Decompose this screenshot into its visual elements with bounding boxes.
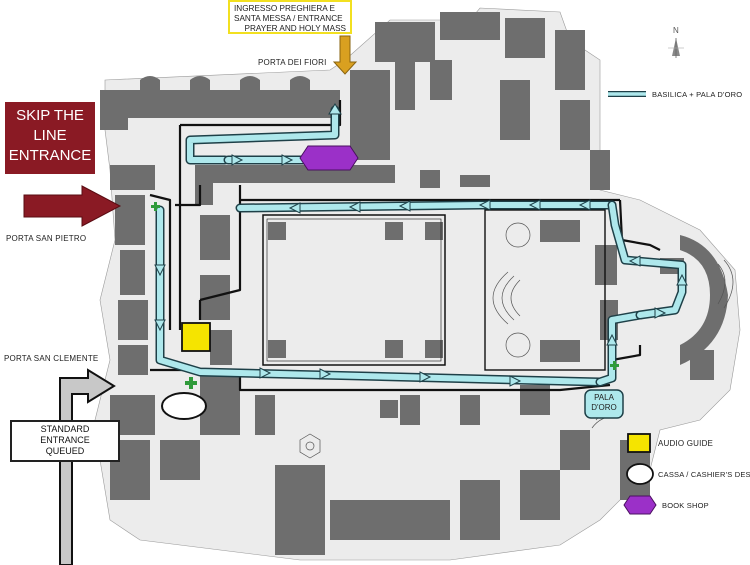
route-arrow xyxy=(259,367,272,379)
route-arrow xyxy=(348,201,361,213)
route-arrow xyxy=(328,103,342,115)
route-boundary-lines xyxy=(149,100,661,392)
route-arrow xyxy=(154,319,166,332)
route-arrow xyxy=(288,202,301,214)
pala-doro-marker xyxy=(584,389,624,419)
route-arrow xyxy=(419,371,432,383)
standard-entrance-label: STANDARD ENTRANCE QUEUED xyxy=(10,420,120,462)
compass-north-icon xyxy=(668,38,684,58)
porta-dei-fiori-label: PORTA DEI FIORI xyxy=(258,58,327,67)
legend-audio-guide-label: AUDIO GUIDE xyxy=(658,439,714,448)
standard-entrance-line3: QUEUED xyxy=(45,446,85,456)
standard-entrance-arrow xyxy=(59,368,116,565)
pala-doro-label: PALA D'ORO xyxy=(584,393,624,417)
pala-doro-line1: PALA xyxy=(594,393,614,402)
skip-line-arrow xyxy=(23,185,122,227)
audio-guide-square-icon xyxy=(181,322,211,352)
mass-entrance-line1: INGRESSO PREGHIERA E xyxy=(234,4,336,13)
walls xyxy=(100,12,728,555)
route-arrow xyxy=(676,273,688,286)
legend-cashier-label: CASSA / CASHIER'S DESK xyxy=(658,470,750,479)
mass-entrance-label: INGRESSO PREGHIERA E SANTA MESSA / ENTRA… xyxy=(228,0,352,34)
route-arrow xyxy=(628,255,641,267)
legend-route-label: BASILICA + PALA D'ORO xyxy=(652,90,743,99)
skip-line-1: SKIP THE xyxy=(16,107,84,124)
route-arrow xyxy=(319,368,332,380)
route-arrow xyxy=(154,264,166,277)
route-arrows xyxy=(154,103,688,387)
route-arrow xyxy=(654,307,667,319)
compass-north-label: N xyxy=(673,26,679,35)
route-arrow xyxy=(578,199,591,211)
mass-entrance-line3: PRAYER AND HOLY MASS xyxy=(244,24,346,33)
skip-line-3: ENTRANCE xyxy=(8,147,92,164)
skip-the-line-label: SKIP THE LINE ENTRANCE xyxy=(5,102,95,174)
standard-entrance-line1: STANDARD xyxy=(40,424,90,434)
skip-line-2: LINE xyxy=(33,127,67,144)
legend-audio-guide-icon xyxy=(627,433,651,453)
legend-book-shop-icon xyxy=(623,495,657,515)
cashier-oval-icon xyxy=(161,392,207,420)
route-arrow xyxy=(231,154,244,166)
mass-entrance-arrow xyxy=(332,35,358,75)
mass-entrance-line2: SANTA MESSA / ENTRANCE xyxy=(234,14,343,23)
standard-entrance-line2: ENTRANCE xyxy=(40,435,90,445)
route-arrow xyxy=(509,375,522,387)
route-arrow xyxy=(281,154,294,166)
pala-doro-line2: D'ORO xyxy=(591,403,617,412)
legend-cashier-icon xyxy=(626,463,654,485)
route-arrow xyxy=(528,199,541,211)
route-arrow xyxy=(478,199,491,211)
book-shop-hexagon-icon xyxy=(299,145,359,171)
route-arrow xyxy=(398,200,411,212)
porta-san-clemente-label: PORTA SAN CLEMENTE xyxy=(4,354,99,363)
legend-book-shop-label: BOOK SHOP xyxy=(662,501,709,510)
nave-outline xyxy=(262,209,606,371)
route-arrow xyxy=(606,333,618,346)
porta-san-pietro-label: PORTA SAN PIETRO xyxy=(6,234,87,243)
green-cross-icon xyxy=(151,202,619,389)
